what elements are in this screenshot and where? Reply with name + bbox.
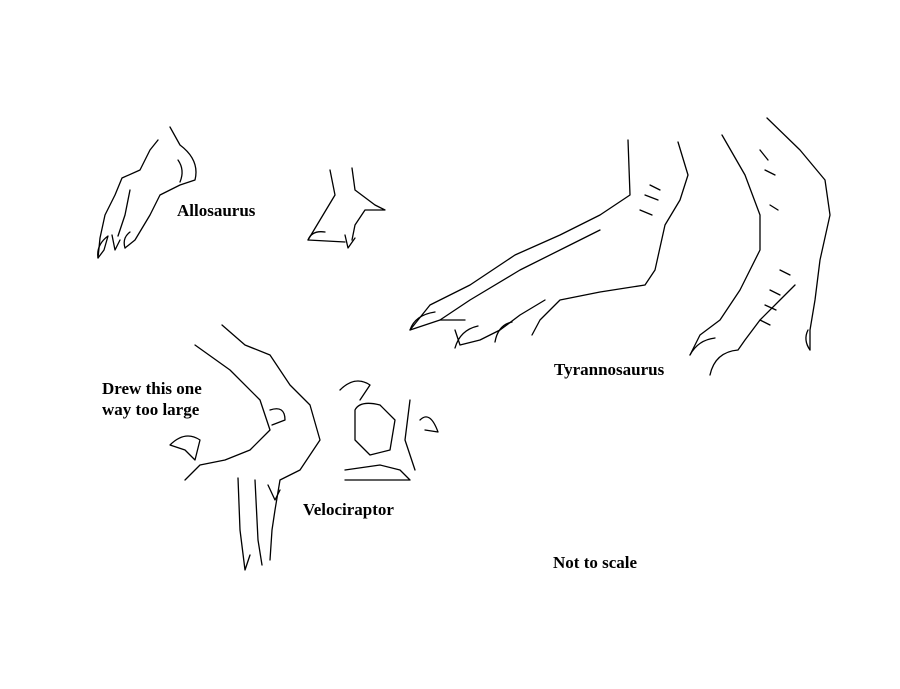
tyrannosaurus-foot-left [409, 139, 689, 349]
allosaurus-foot-left [97, 126, 197, 259]
note-line1: Drew this one [102, 379, 202, 398]
allosaurus-foot-right [307, 167, 386, 249]
note-line2: way too large [102, 400, 200, 419]
label-velociraptor: Velociraptor [303, 500, 394, 519]
scale-note: Not to scale [553, 553, 638, 572]
label-allosaurus: Allosaurus [177, 201, 256, 220]
velociraptor-foot-right [339, 380, 439, 481]
tyrannosaurus-foot-right [689, 117, 831, 376]
velociraptor-foot-left [169, 324, 321, 571]
label-tyrannosaurus: Tyrannosaurus [554, 360, 665, 379]
